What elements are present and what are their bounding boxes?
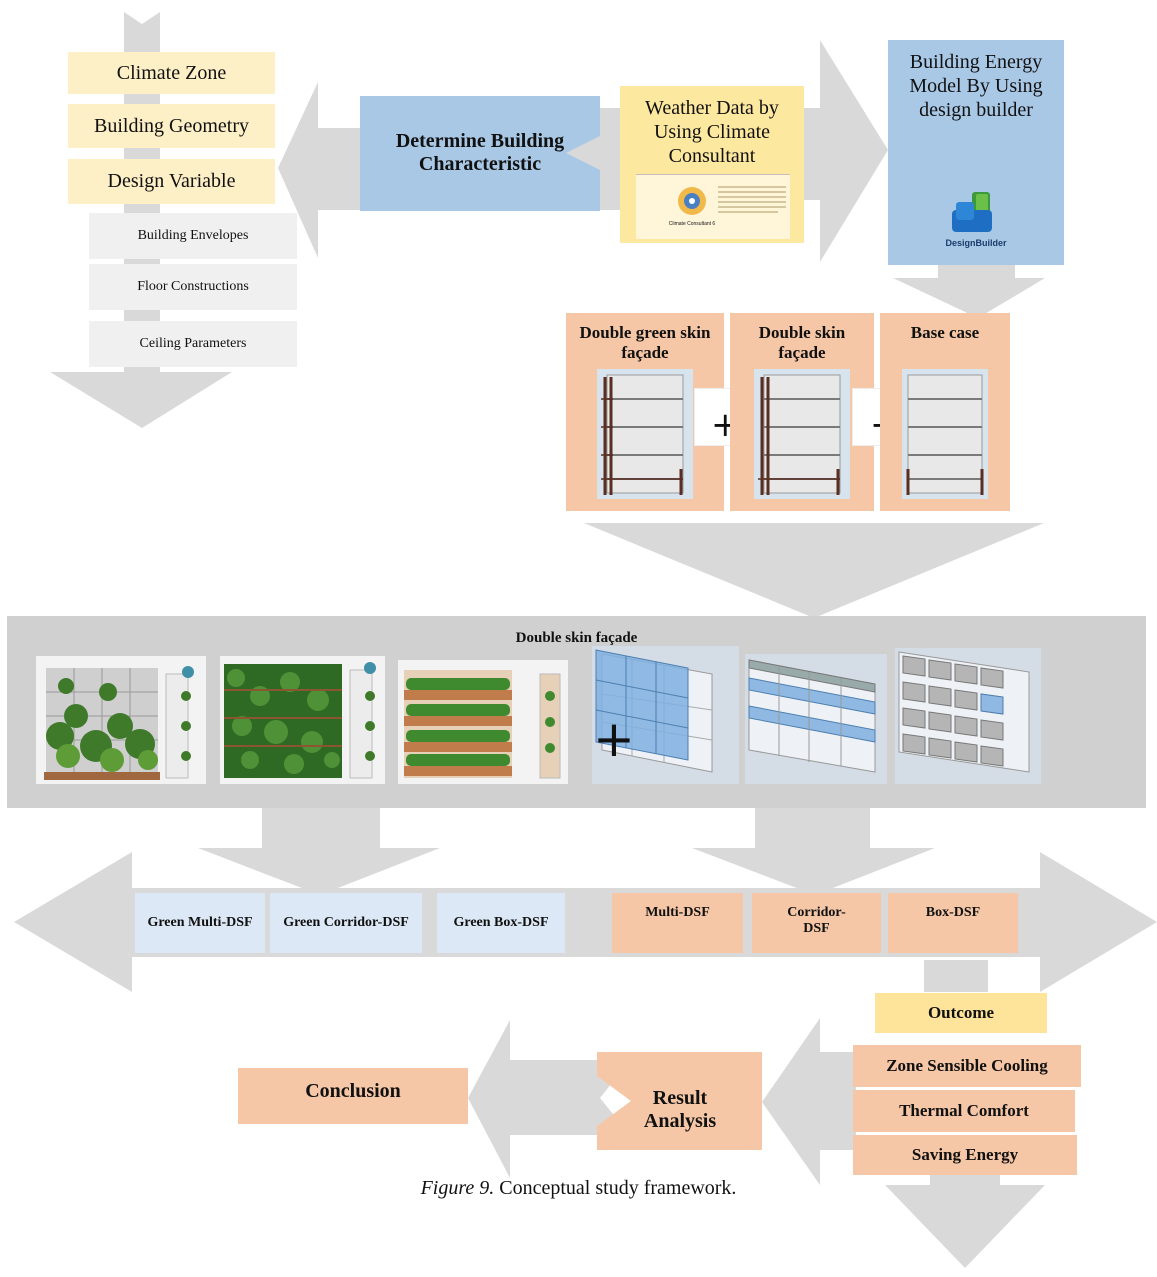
box-dsf-image — [895, 648, 1041, 784]
thermal-comfort-box: Thermal Comfort — [853, 1090, 1075, 1132]
dsf-panel-title: Double skin façade — [515, 630, 638, 646]
double-skin-card: Double skin façade — [730, 313, 874, 511]
corridor-dsf-image — [745, 654, 887, 784]
multi-dsf-label: Multi-DSF — [612, 893, 743, 953]
green-multi-dsf-label: Green Multi-DSF — [135, 893, 265, 953]
multi-dsf-image — [592, 646, 739, 784]
green-box-dsf-label: Green Box-DSF — [437, 893, 565, 953]
determine-building-characteristic: Determine Building Characteristic — [395, 130, 565, 175]
climate-consultant-logo-text: Climate Consultant 6 — [668, 221, 716, 227]
base-case-model — [902, 369, 988, 499]
climate-consultant-screenshot: Climate Consultant 6 — [636, 174, 790, 239]
weather-data-label: Weather Data by Using Climate Consultant — [645, 97, 779, 167]
zone-sensible-cooling-box: Zone Sensible Cooling — [853, 1045, 1081, 1087]
dsf-down-arrow — [692, 808, 935, 895]
green-multi-dsf-image — [36, 656, 206, 784]
designbuilder-logo-icon — [952, 192, 992, 232]
base-case-card: Base case — [880, 313, 1010, 511]
energy-model-label: Building Energy Model By Using design bu… — [909, 51, 1043, 121]
double-green-skin-model — [597, 369, 693, 499]
double-skin-model — [754, 369, 850, 499]
green-box-dsf-image — [398, 660, 568, 784]
conclusion-box: Conclusion — [238, 1068, 468, 1124]
double-green-skin-card: Double green skin façade — [566, 313, 724, 511]
figure-caption-text: Conceptual study framework. — [494, 1177, 737, 1199]
weather-data-box: Weather Data by Using Climate Consultant… — [620, 86, 804, 243]
model-down-arrow — [893, 265, 1045, 318]
green-corridor-dsf-image — [220, 656, 385, 784]
building-geometry-box: Building Geometry — [68, 104, 275, 148]
design-variable-box: Design Variable — [68, 159, 275, 204]
green-corridor-dsf-label: Green Corridor-DSF — [270, 893, 422, 953]
base-case-title: Base case — [910, 323, 980, 342]
plus-sign-3: + — [593, 710, 635, 768]
ceiling-parameters-box: Ceiling Parameters — [89, 321, 297, 367]
building-envelopes-box: Building Envelopes — [89, 213, 297, 259]
text-lines-decoration — [718, 186, 786, 213]
climate-zone-box: Climate Zone — [68, 52, 275, 94]
floor-constructions-box: Floor Constructions — [89, 264, 297, 310]
outcome-box: Outcome — [875, 993, 1047, 1033]
result-left-arrow — [468, 1020, 630, 1178]
corridor-dsf-label: Corridor-DSF — [752, 893, 881, 953]
double-green-skin-title: Double green skin façade — [579, 323, 711, 363]
cases-down-arrow — [584, 523, 1044, 618]
result-analysis-shape — [597, 1052, 762, 1150]
green-down-arrow — [198, 808, 440, 895]
outcome-left-arrow — [762, 1018, 856, 1185]
configurations-double-arrow — [14, 852, 1157, 992]
box-dsf-label: Box-DSF — [888, 893, 1018, 953]
double-skin-title: Double skin façade — [758, 323, 846, 363]
climate-consultant-logo — [678, 187, 706, 215]
figure-label: Figure 9. — [420, 1177, 495, 1199]
figure-caption: Figure 9. Conceptual study framework. — [0, 1177, 1157, 1200]
energy-model-box: Building Energy Model By Using design bu… — [888, 40, 1064, 265]
result-analysis-label: Result Analysis — [643, 1087, 717, 1132]
outcome-down-arrow — [885, 1175, 1045, 1268]
designbuilder-logo-text: DesignBuilder — [945, 238, 1007, 248]
saving-energy-box: Saving Energy — [853, 1135, 1077, 1175]
determine-box-shape — [360, 96, 600, 211]
